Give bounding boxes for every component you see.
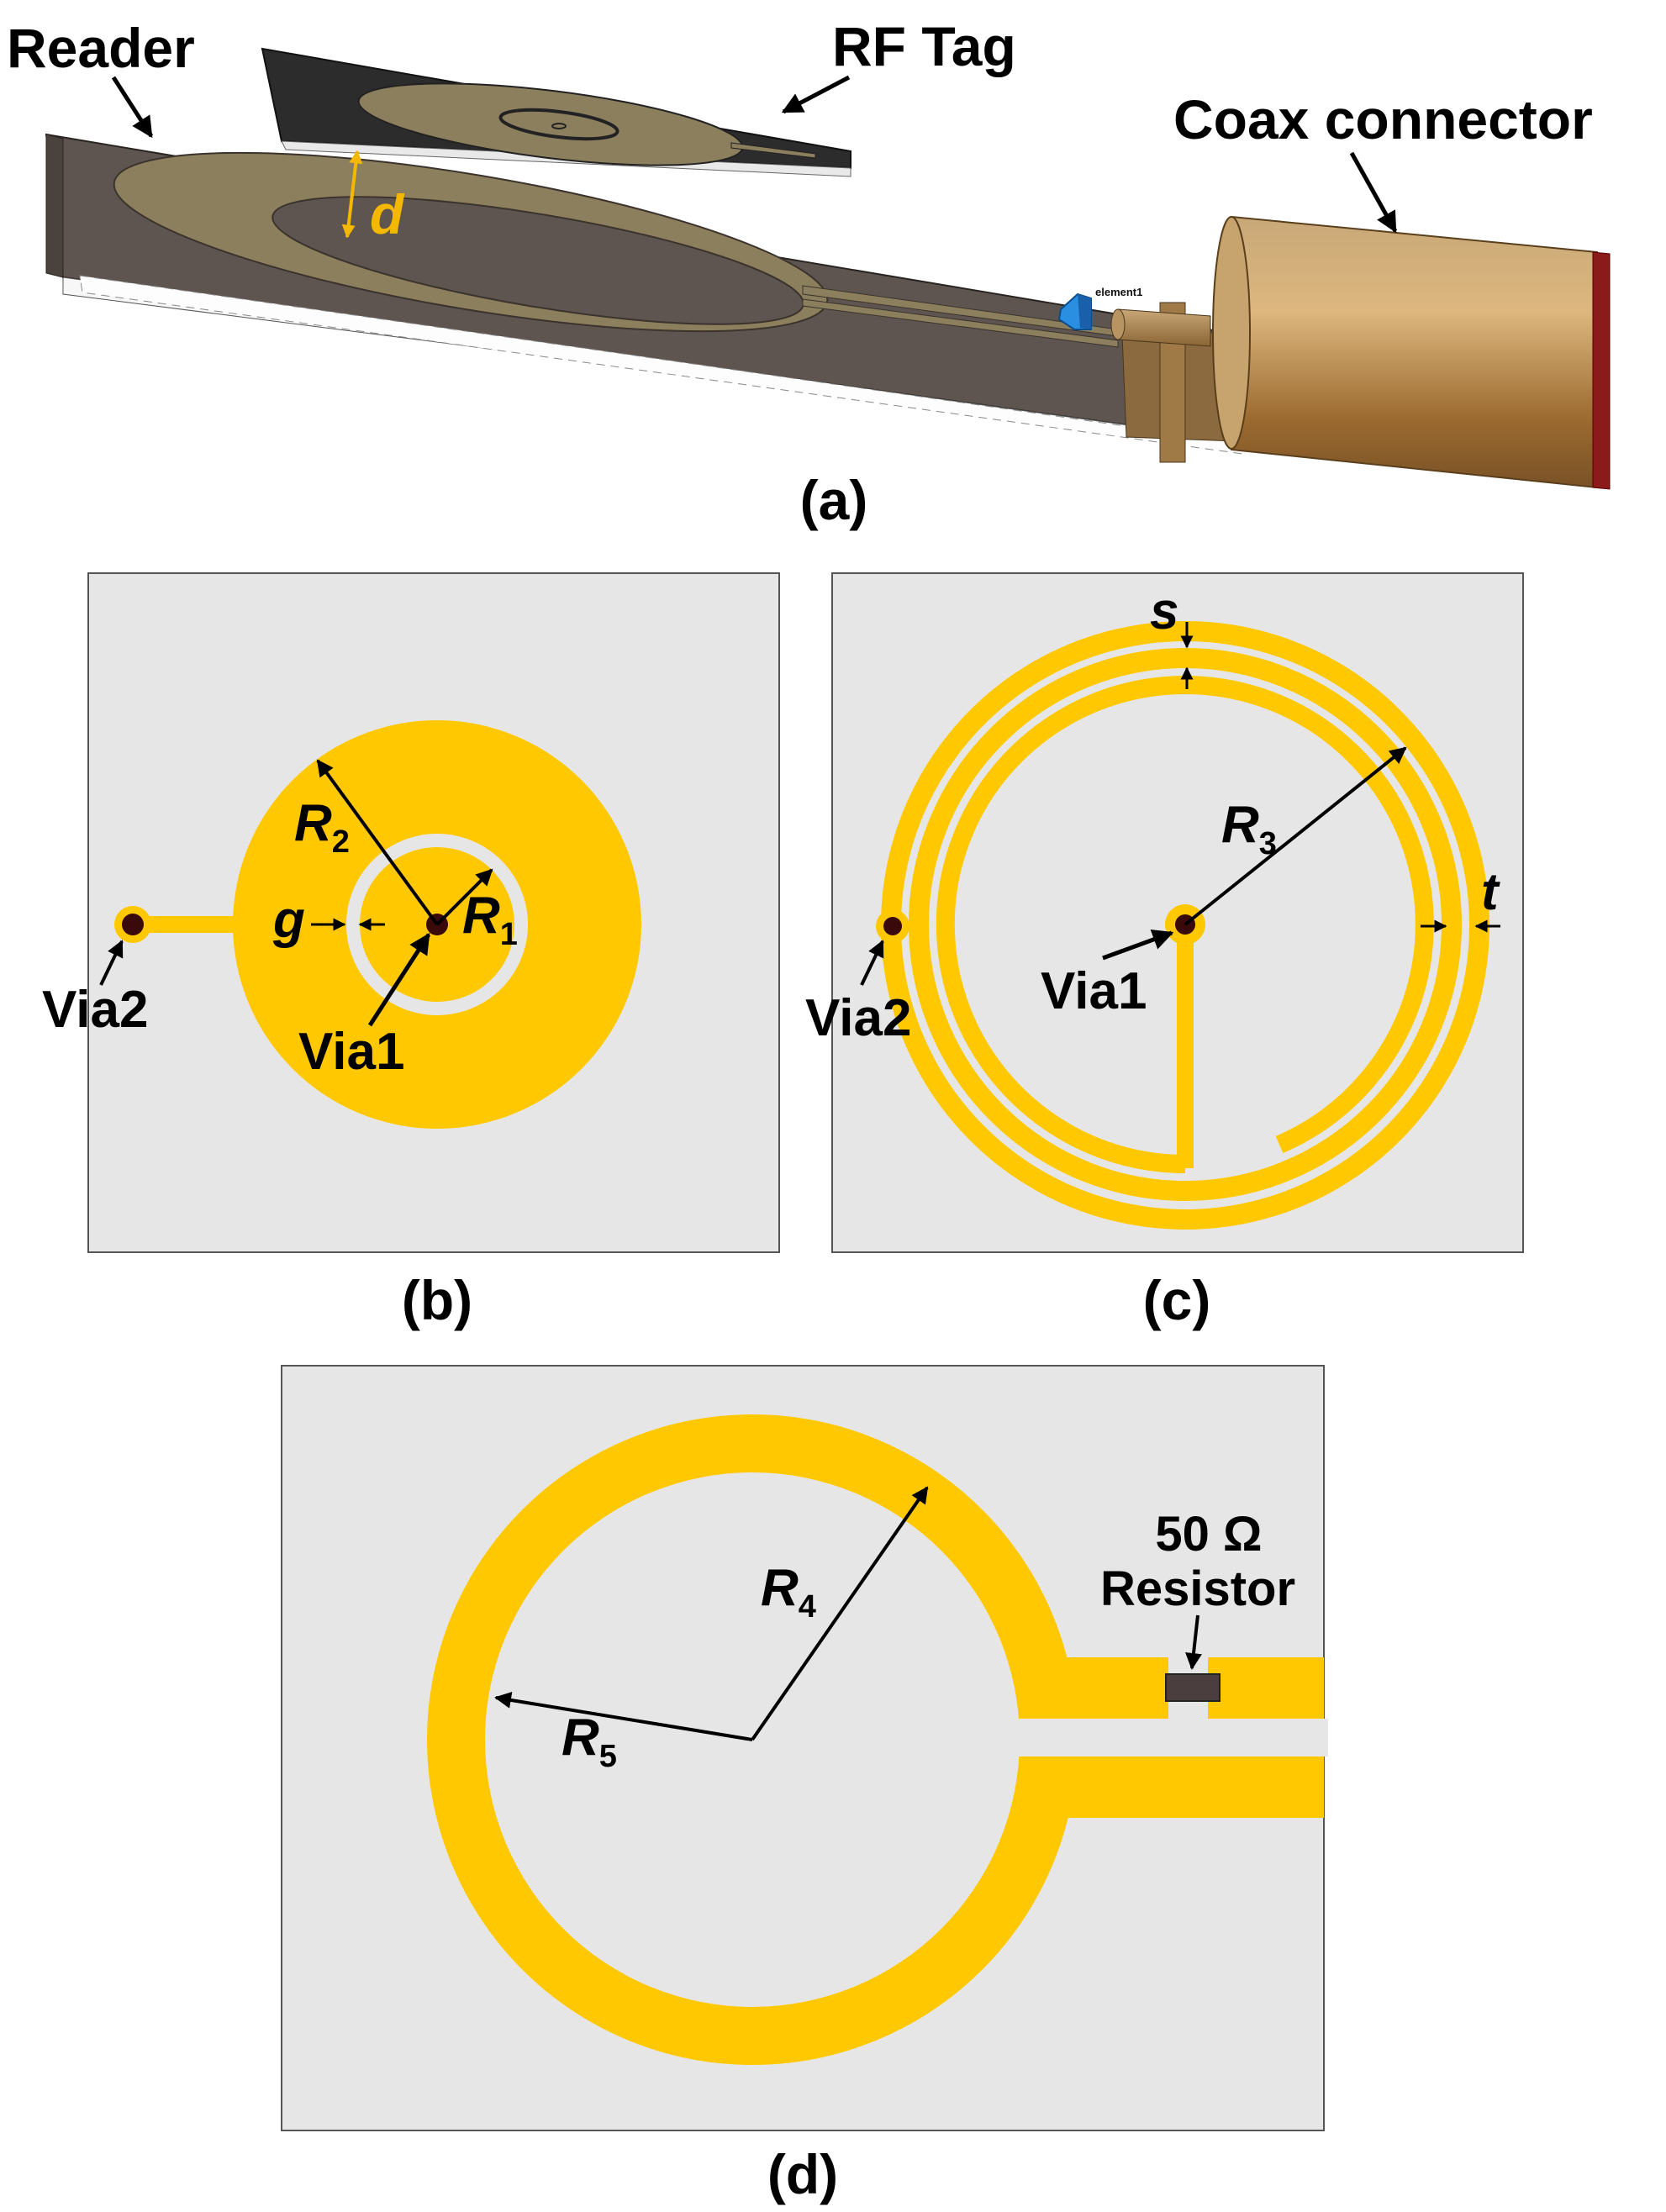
- coax-label: Coax connector: [1173, 88, 1593, 150]
- resistor: [1165, 1673, 1221, 1702]
- r5-arrow: [494, 1692, 753, 1741]
- spiral-center-feed: [1177, 924, 1194, 1168]
- resistor-value: 50 Ω: [1155, 1507, 1262, 1562]
- top-stub-left: [1000, 1657, 1168, 1719]
- r1-arrow: [435, 868, 493, 926]
- reader-label: Reader: [7, 17, 195, 79]
- s-label: s: [1150, 582, 1178, 640]
- via1-label-b: Via1: [298, 1023, 404, 1081]
- element-label: element1: [1095, 286, 1142, 298]
- via2-label-c: Via2: [805, 989, 911, 1047]
- feed-slot: [1000, 1719, 1328, 1756]
- r3-arrow: [1184, 746, 1407, 926]
- via1-label-c: Via1: [1041, 962, 1147, 1020]
- g-label: g: [272, 891, 305, 949]
- via1-arrow-c: [1102, 929, 1174, 961]
- via2-c: [883, 917, 902, 935]
- resistor-arrow: [1185, 1614, 1202, 1670]
- r3-label: R3: [1221, 796, 1277, 861]
- panel-c: R3 s t Via1 Via2 (c): [805, 572, 1524, 1331]
- via2-arrow-c: [860, 940, 884, 986]
- spiral-inner: [936, 676, 1434, 1173]
- r2-arrow: [316, 759, 439, 926]
- top-stub-right: [1208, 1657, 1324, 1719]
- coax-connector: [1110, 215, 1611, 490]
- via2: [122, 914, 144, 935]
- t-label: t: [1481, 863, 1500, 921]
- coax-arrow: [1349, 151, 1398, 234]
- r5-label: R5: [561, 1709, 617, 1774]
- rf-tag-label: RF Tag: [832, 15, 1016, 77]
- via2-arrow-b: [99, 940, 124, 986]
- via1-arrow-b: [367, 932, 431, 1027]
- rf-tag-arrow: [781, 75, 851, 114]
- panel-a: element1 d Reader RF Tag Coax connector …: [7, 15, 1611, 531]
- panel-b: R2 R1 g Via1 Via2 (b): [42, 572, 780, 1331]
- feed-line: [134, 916, 235, 933]
- panel-d: R4 R5 50 Ω Resistor (d): [281, 1365, 1328, 2205]
- caption-d: (d): [767, 2143, 838, 2205]
- bottom-stub: [1000, 1756, 1324, 1818]
- r4-label: R4: [761, 1559, 816, 1625]
- distance-arrow: [341, 150, 363, 239]
- reader-arrow: [111, 76, 154, 139]
- r2-label: R2: [294, 794, 350, 860]
- caption-c: (c): [1143, 1269, 1211, 1331]
- r1-label: R1: [462, 887, 518, 952]
- via2-label-b: Via2: [42, 981, 148, 1039]
- port-element: element1: [1057, 286, 1142, 330]
- caption-b: (b): [402, 1269, 472, 1331]
- r4-arrow: [751, 1486, 929, 1741]
- spiral-middle: [909, 648, 1462, 1201]
- rf-tag-board: [261, 47, 851, 177]
- resistor-label: Resistor: [1100, 1562, 1295, 1616]
- distance-label: d: [370, 183, 405, 245]
- caption-a: (a): [800, 469, 868, 531]
